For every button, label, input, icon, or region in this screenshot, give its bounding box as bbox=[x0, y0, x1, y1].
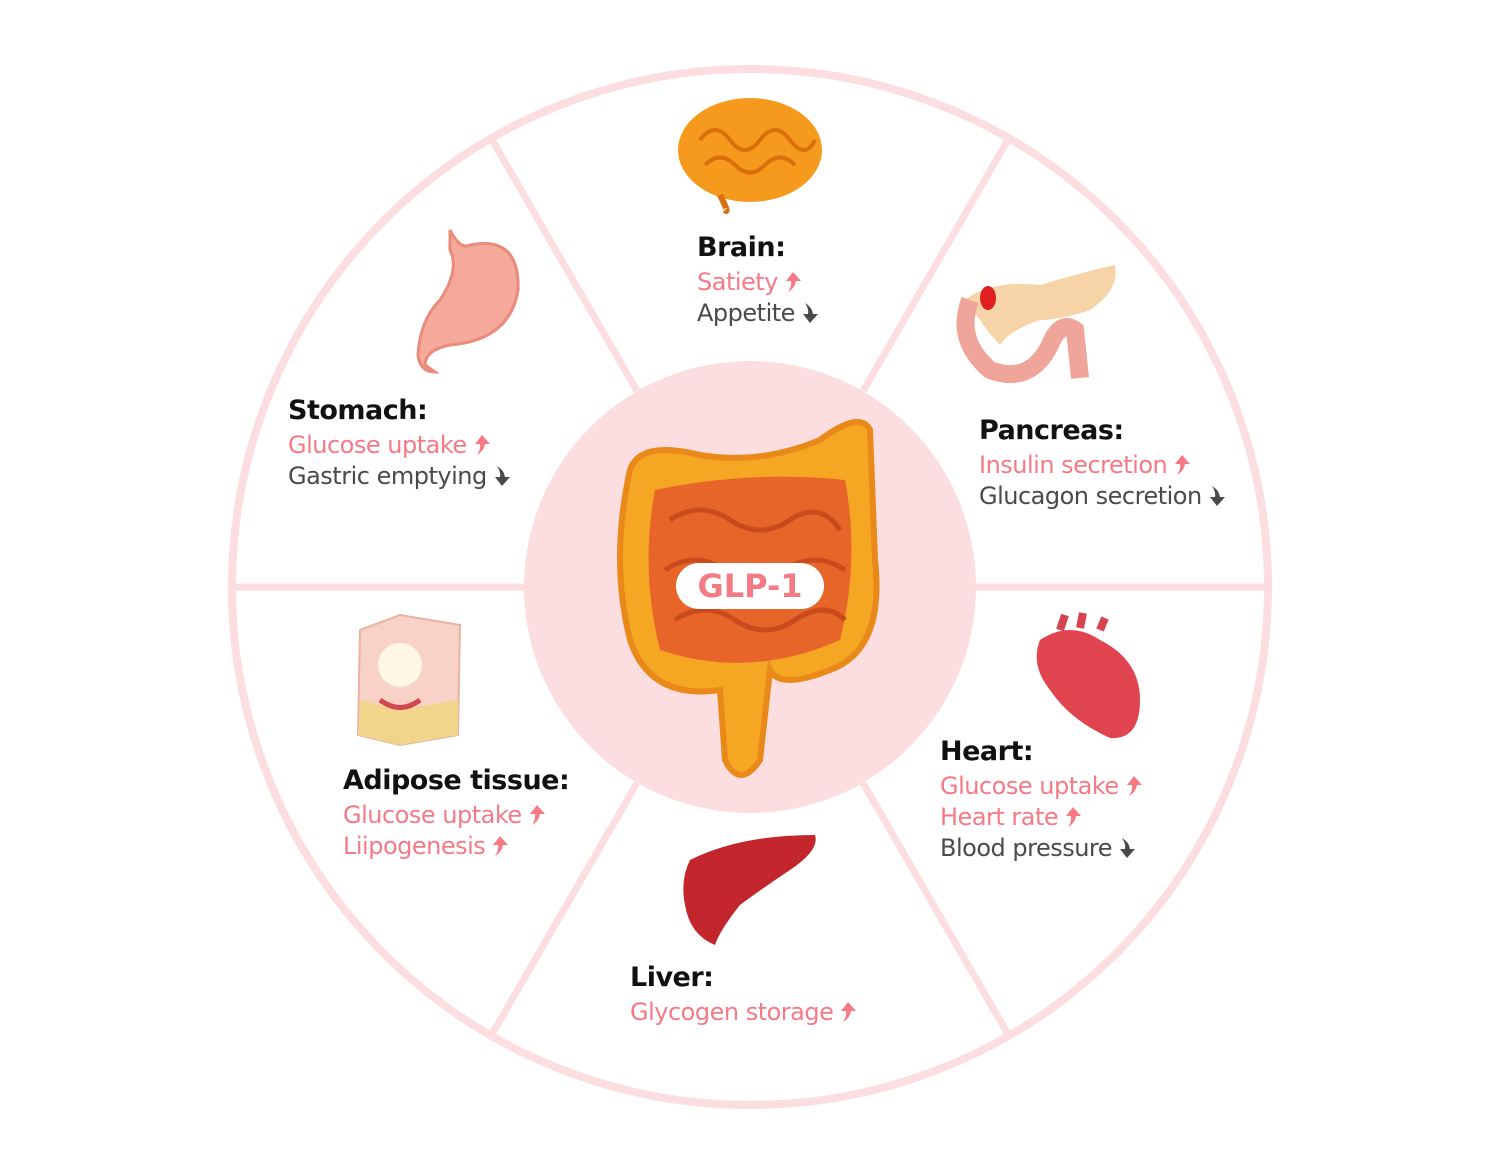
effect-item: Liipogenesis bbox=[343, 831, 569, 862]
effect-item: Heart rate bbox=[940, 802, 1143, 833]
section-title: Adipose tissue: bbox=[343, 765, 570, 796]
effect-item: Glucose uptake bbox=[940, 771, 1143, 802]
section-title: Brain: bbox=[697, 232, 786, 263]
arrow-down-icon bbox=[1208, 484, 1226, 506]
effect-label: Glucose uptake bbox=[343, 801, 522, 829]
effect-label: Satiety bbox=[697, 268, 778, 296]
arrow-up-icon bbox=[1125, 774, 1143, 796]
arrow-up-icon bbox=[1173, 453, 1191, 475]
arrow-down-icon bbox=[801, 301, 819, 323]
effect-label: Blood pressure bbox=[940, 834, 1113, 862]
arrow-up-icon bbox=[473, 433, 491, 455]
effect-item: Glucagon secretion bbox=[979, 481, 1226, 512]
effect-item: Glycogen storage bbox=[630, 997, 857, 1028]
arrow-up-icon bbox=[839, 1000, 857, 1022]
divider-lines bbox=[232, 136, 1268, 1038]
effect-item: Appetite bbox=[697, 298, 819, 329]
arrow-down-icon bbox=[1118, 836, 1136, 858]
effect-label: Glucose uptake bbox=[940, 772, 1119, 800]
effect-label: Heart rate bbox=[940, 803, 1059, 831]
adipose-tissue-icon bbox=[356, 613, 462, 747]
liver-icon bbox=[683, 835, 816, 945]
section-title: Liver: bbox=[630, 962, 714, 993]
effect-item: Insulin secretion bbox=[979, 450, 1226, 481]
arrow-up-icon bbox=[1064, 805, 1082, 827]
effect-label: Glucose uptake bbox=[288, 431, 467, 459]
section-liver: Liver: Glycogen storage bbox=[630, 962, 857, 1028]
effect-label: Gastric emptying bbox=[288, 462, 487, 490]
effect-label: Liipogenesis bbox=[343, 832, 486, 860]
effect-item: Satiety bbox=[697, 267, 819, 298]
pancreas-icon bbox=[956, 265, 1116, 383]
section-title: Heart: bbox=[940, 736, 1034, 767]
section-title: Pancreas: bbox=[979, 415, 1124, 446]
section-title: Stomach: bbox=[288, 395, 428, 426]
arrow-up-icon bbox=[528, 803, 546, 825]
brain-icon bbox=[678, 98, 822, 214]
effect-label: Insulin secretion bbox=[979, 451, 1168, 479]
arrow-up-icon bbox=[491, 834, 509, 856]
effect-label: Appetite bbox=[697, 299, 795, 327]
arrow-down-icon bbox=[493, 464, 511, 486]
effect-item: Glucose uptake bbox=[288, 430, 511, 461]
heart-icon bbox=[1036, 612, 1140, 739]
effect-label: Glycogen storage bbox=[630, 998, 834, 1026]
arrow-up-icon bbox=[784, 270, 802, 292]
effect-item: Blood pressure bbox=[940, 833, 1143, 864]
effect-item: Glucose uptake bbox=[343, 800, 569, 831]
effect-item: Gastric emptying bbox=[288, 461, 511, 492]
glp1-center-label: GLP-1 bbox=[676, 563, 824, 609]
stomach-icon bbox=[416, 229, 520, 374]
effect-label: Glucagon secretion bbox=[979, 482, 1202, 510]
